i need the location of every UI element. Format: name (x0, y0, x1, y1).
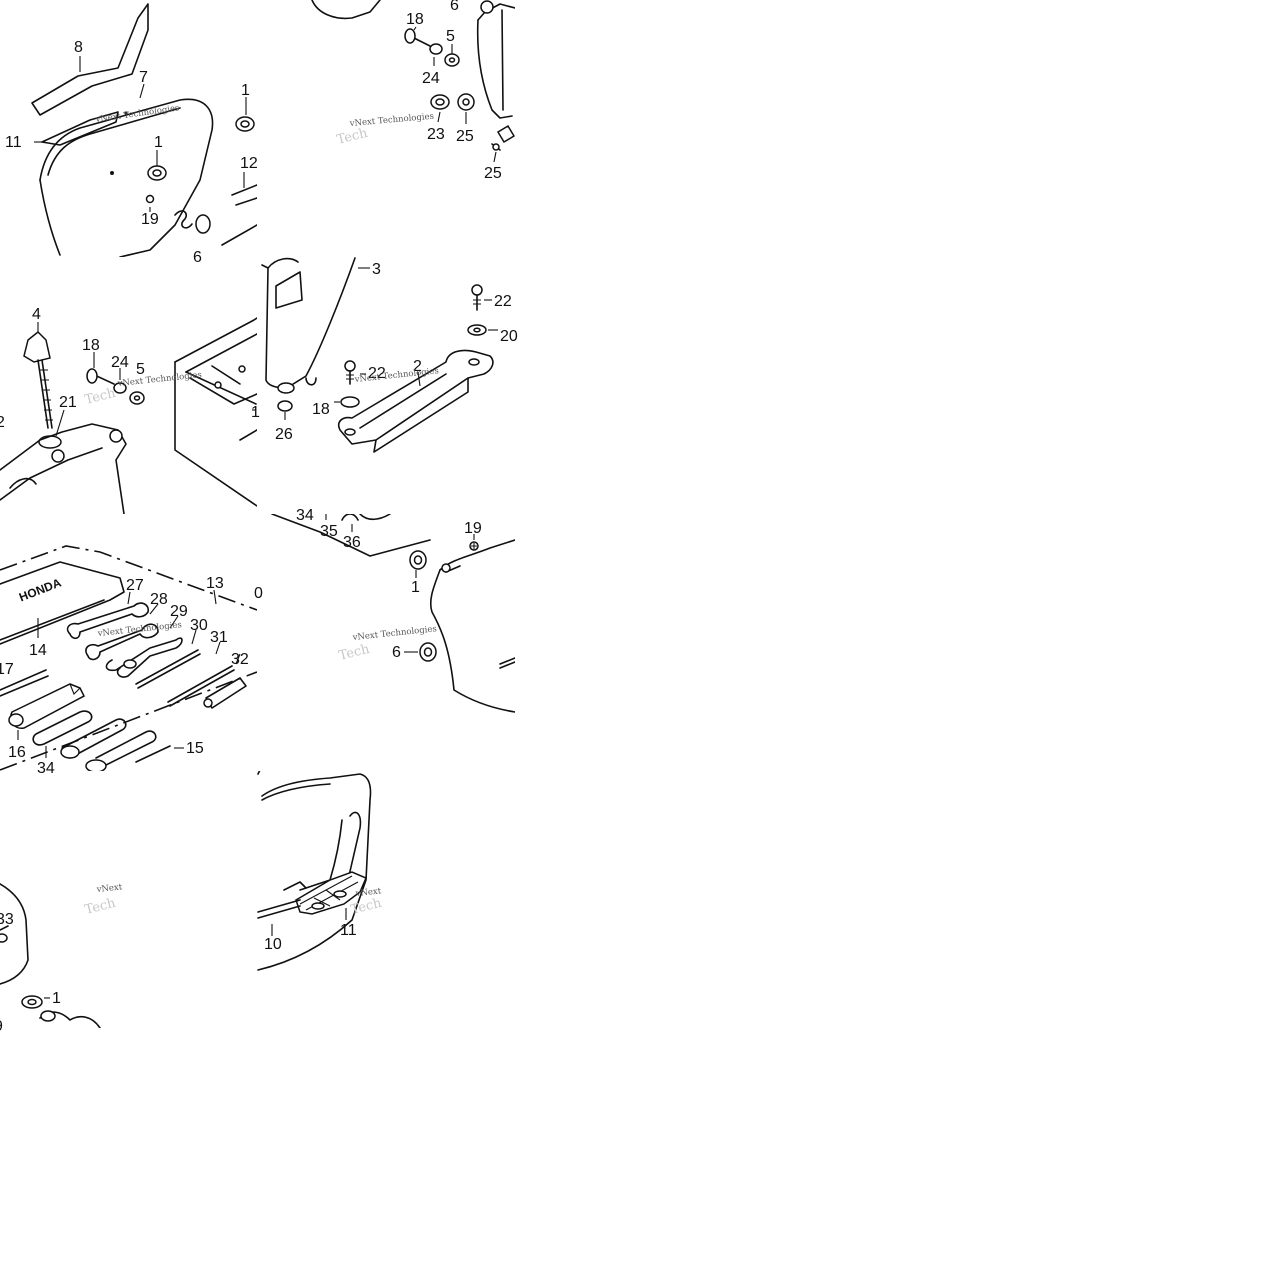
tile-side-cover-left: 8 7 1 11 1 12 19 6 vNext Technologies (5, 3, 258, 266)
callout-2-edge: 2 (0, 414, 5, 431)
callout-1-right: 1 (411, 579, 420, 596)
callout-30: 30 (190, 617, 208, 634)
callout-11-bottom: 11 (340, 922, 357, 939)
watermark-ghost-3: Tech (83, 386, 117, 408)
callout-35: 35 (320, 523, 338, 540)
callout-21: 21 (59, 394, 77, 411)
callout-10: 10 (264, 936, 282, 953)
watermark-text-3: vNext Technologies (116, 370, 202, 389)
callout-26: 26 (275, 426, 293, 443)
watermark-text-5: vNext Technologies (96, 620, 182, 639)
callout-17: 17 (0, 661, 14, 678)
callout-19-right: 19 (464, 520, 482, 537)
callout-18-bracket: 18 (312, 401, 330, 418)
watermark-ghost: Tech (335, 126, 369, 148)
watermark-ghost-6: Tech (337, 642, 371, 664)
tile-bracket: 3 22 20 22 2 18 26 vNext Technologies (261, 257, 518, 453)
callout-23: 23 (427, 126, 445, 143)
tile-tool-kit: HONDA (0, 545, 263, 777)
callout-1-bottom: 1 (52, 990, 61, 1007)
callout-16: 16 (8, 744, 26, 761)
callout-2: 2 (413, 358, 422, 375)
watermark-text-4: vNext Technologies (353, 366, 439, 385)
callout-33: 33 (0, 911, 14, 928)
callout-0-edge: 0 (254, 585, 263, 602)
callout-32: 32 (231, 651, 249, 668)
callout-1-b: 1 (154, 134, 163, 151)
callout-5: 5 (446, 28, 455, 45)
tile-bottom-middle: 10 11 vNext Tech (257, 771, 384, 971)
callout-20: 20 (500, 328, 518, 345)
callout-19: 19 (141, 211, 159, 228)
callout-6: 6 (193, 249, 202, 266)
callout-24-mid: 24 (111, 354, 129, 371)
callout-11: 11 (5, 134, 22, 151)
callout-9-edge: 9 (0, 1018, 3, 1035)
callout-22: 22 (494, 293, 512, 310)
callout-4: 4 (32, 306, 41, 323)
callout-6-right: 6 (392, 644, 401, 661)
watermark-text-6: vNext Technologies (351, 624, 437, 643)
callout-24: 24 (422, 70, 440, 87)
callout-6-top: 6 (450, 0, 459, 14)
callout-7: 7 (139, 69, 148, 86)
callout-18: 18 (406, 11, 424, 28)
callout-12: 12 (240, 155, 258, 172)
callout-28: 28 (150, 591, 168, 608)
tile-bottom-left: 33 1 9 vNext Tech (0, 882, 123, 1035)
tile-side-cover-right: 34 35 36 19 1 6 vNext Technologies Tech (271, 507, 515, 713)
callout-27: 27 (126, 577, 144, 594)
callout-15: 15 (186, 740, 204, 757)
callout-1-edge: 1 (251, 404, 260, 421)
callout-25: 25 (456, 128, 474, 145)
watermark-ghost-8: Tech (349, 896, 383, 918)
callout-22-b: 22 (368, 365, 386, 382)
tile-cap-housing: 4 18 24 5 21 2 1 vNext Technologies Tech (0, 306, 260, 514)
callout-14: 14 (29, 642, 47, 659)
callout-18-mid: 18 (82, 337, 100, 354)
tile-fasteners-top: 6 18 5 24 23 25 25 vNext Technologies Te… (311, 0, 515, 182)
honda-brand-label: HONDA (17, 575, 63, 604)
callout-34-edge: 34 (296, 507, 314, 524)
callout-13: 13 (206, 575, 224, 592)
watermark-short: vNext (95, 882, 123, 895)
watermark-text: vNext Technologies (94, 103, 180, 125)
callout-34: 34 (37, 760, 55, 777)
callout-1: 1 (241, 82, 250, 99)
callout-36: 36 (343, 534, 361, 551)
watermark-ghost-7: Tech (83, 896, 117, 918)
callout-5-mid: 5 (136, 361, 145, 378)
callout-25-b: 25 (484, 165, 502, 182)
watermark-short-8: vNext (354, 886, 382, 899)
callout-8: 8 (74, 39, 83, 56)
callout-3: 3 (372, 261, 381, 278)
callout-31: 31 (210, 629, 228, 646)
callout-29: 29 (170, 603, 188, 620)
